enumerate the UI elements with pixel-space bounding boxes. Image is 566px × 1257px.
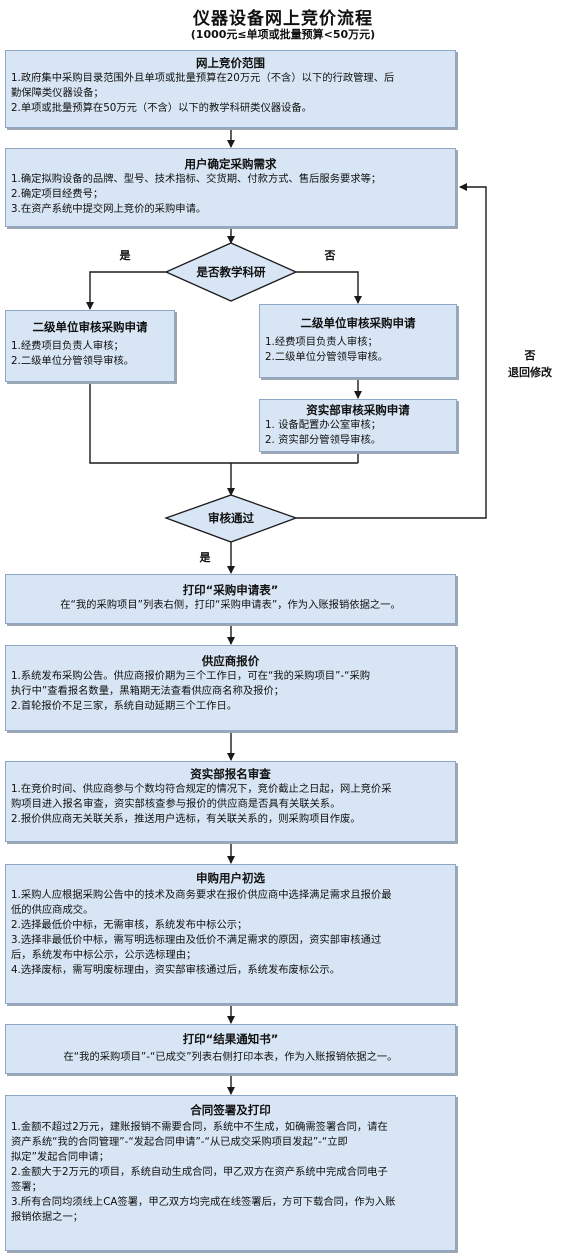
- box-asset-dept-review: 资实部审核采购申请 1. 设备配置办公室审核； 2. 资实部分管领导审核。: [259, 399, 457, 452]
- box-line: 2.确定项目经费号；: [11, 188, 104, 200]
- box-unit-review-right: 二级单位审核采购申请 1.经费项目负责人审核； 2.二级单位分管领导审核。: [259, 304, 457, 378]
- box-title: 用户确定采购需求: [184, 157, 277, 171]
- box-line: 1.采购人应根据采购公告中的技术及商务要求在报价供应商中选择满足需求且报价最: [11, 889, 392, 901]
- box-line: 资产系统“我的合同管理”-“发起合同申请”-“从已成交采购项目发起”-“立即: [11, 1136, 348, 1148]
- box-line: 执行中”查看报名数量，黑箱期无法查看供应商名称及报价；: [11, 685, 285, 697]
- box-line: 1.政府集中采购目录范围外且单项或批量预算在20万元（不含）以下的行政管理、后: [11, 72, 395, 84]
- no-label-right: 否: [324, 249, 336, 262]
- box-line: 2.选择最低价中标，无需审核，系统发布中标公示；: [11, 919, 248, 931]
- box-unit-review-left: 二级单位审核采购申请 1.经费项目负责人审核； 2.二级单位分管领导审核。: [5, 310, 175, 382]
- box-line: 1.经费项目负责人审核；: [11, 340, 124, 352]
- reject-return-label: 退回修改: [508, 366, 552, 379]
- box-line: 购项目进入报名审查，资实部核查参与报价的供应商是否具有关联关系。: [11, 798, 341, 810]
- decision-diamond-approved: [164, 494, 298, 543]
- box-asset-signup-check: 资实部报名审查 1.在竞价时间、供应商参与个数均符合规定的情况下，竞价截止之日起…: [5, 761, 456, 842]
- box-line: 2.二级单位分管领导审核。: [265, 351, 389, 363]
- box-line: 3.在资产系统中提交网上竞价的采购申请。: [11, 203, 207, 215]
- line-left-merge: [89, 382, 358, 464]
- box-title: 合同签署及打印: [190, 1103, 271, 1117]
- arrow-reject-back: [296, 183, 487, 519]
- box-supplier-quote: 供应商报价 1.系统发布采购公告。供应商报价期为三个工作日，可在“我的采购项目”…: [5, 645, 456, 731]
- box-line: 4.选择废标，需写明废标理由，资实部审核通过后，系统发布废标公示。: [11, 964, 341, 976]
- box-print-application: 打印“采购申请表” 在“我的采购项目”列表右侧，打印“采购申请表”，作为入账报销…: [5, 574, 456, 624]
- box-line: 2.单项或批量预算在50万元（不含）以下的教学科研类仪器设备。: [11, 102, 312, 114]
- box-bidding-scope: 网上竞价范围 1.政府集中采购目录范围外且单项或批量预算在20万元（不含）以下的…: [5, 50, 456, 128]
- box-title: 二级单位审核采购申请: [300, 316, 416, 330]
- box-title: 申购用户初选: [196, 871, 265, 885]
- box-title: 供应商报价: [201, 654, 260, 668]
- box-line: 2.报价供应商无关联关系，推送用户选标，有关联关系的，则采购项目作废。: [11, 813, 361, 825]
- box-title: 资实部审核采购申请: [306, 403, 410, 417]
- box-user-preselect: 申购用户初选 1.采购人应根据采购公告中的技术及商务要求在报价供应商中选择满足需…: [5, 864, 456, 1004]
- box-line: 1.在竞价时间、供应商参与个数均符合规定的情况下，竞价截止之日起，网上竞价采: [11, 783, 392, 795]
- arrow-no-to-right-unit: [296, 271, 362, 304]
- box-line: 勤保障类仪器设备；: [11, 87, 104, 99]
- box-line: 3.所有合同均须线上CA签署，甲乙双方均完成在线签署后，方可下载合同，作为入账: [11, 1196, 396, 1208]
- box-title: 资实部报名审查: [190, 767, 271, 781]
- box-line: 1.金额不超过2万元，建账报销不需要合同，系统中不生成，如确需签署合同，请在: [11, 1121, 388, 1133]
- box-line: 报销依据之一；: [11, 1211, 84, 1223]
- box-contract-signing: 合同签署及打印 1.金额不超过2万元，建账报销不需要合同，系统中不生成，如确需签…: [5, 1095, 456, 1251]
- box-line: 2.二级单位分管领导审核。: [11, 355, 135, 367]
- yes-label-down: 是: [199, 551, 211, 564]
- page-title: 仪器设备网上竞价流程: [193, 9, 373, 29]
- box-line: 1.经费项目负责人审核；: [265, 336, 378, 348]
- decision-approved-label: 审核通过: [208, 511, 254, 525]
- box-line: 1.确定拟购设备的品牌、型号、技术指标、交货期、付款方式、售后服务要求等；: [11, 173, 382, 185]
- box-line: 1. 设备配置办公室审核；: [265, 419, 382, 431]
- box-title: 打印“采购申请表”: [182, 583, 279, 597]
- box-line: 在“我的采购项目”列表右侧，打印“采购申请表”，作为入账报销依据之一。: [60, 599, 401, 611]
- box-title: 打印“结果通知书”: [182, 1032, 279, 1046]
- box-print-result: 打印“结果通知书” 在“我的采购项目”-“已成交”列表右侧打印本表，作为入账报销…: [5, 1024, 456, 1074]
- box-title: 网上竞价范围: [196, 56, 265, 70]
- box-line: 后，系统发布中标公示，公示选标理由；: [11, 949, 197, 961]
- box-line: 签署；: [11, 1181, 42, 1193]
- box-line: 2.首轮报价不足三家，系统自动延期三个工作日。: [11, 700, 238, 712]
- box-line: 在“我的采购项目”-“已成交”列表右侧打印本表，作为入账报销依据之一。: [63, 1051, 398, 1063]
- yes-label-left: 是: [119, 249, 131, 262]
- box-line: 1.系统发布采购公告。供应商报价期为三个工作日，可在“我的采购项目”-“采购: [11, 670, 371, 682]
- box-user-need: 用户确定采购需求 1.确定拟购设备的品牌、型号、技术指标、交货期、付款方式、售后…: [5, 148, 456, 227]
- box-line: 3.选择非最低价中标，需写明选标理由及低价不满足需求的原因，资实部审核通过: [11, 934, 382, 946]
- box-line: 2.金额大于2万元的项目，系统自动生成合同，甲乙双方在资产系统中完成合同电子: [11, 1166, 388, 1178]
- page-subtitle: (1000元≤单项或批量预算<50万元): [190, 28, 376, 41]
- box-line: 低的供应商成交。: [11, 904, 94, 916]
- decision-diamond-teaching: [164, 242, 298, 302]
- box-line: 拟定”发起合同申请；: [11, 1151, 110, 1163]
- box-line: 2. 资实部分管领导审核。: [265, 434, 382, 446]
- reject-no-label: 否: [524, 349, 536, 362]
- decision-teaching-label: 是否教学科研: [196, 265, 266, 279]
- box-title: 二级单位审核采购申请: [32, 320, 148, 334]
- arrow-yes-to-left-unit: [86, 271, 166, 310]
